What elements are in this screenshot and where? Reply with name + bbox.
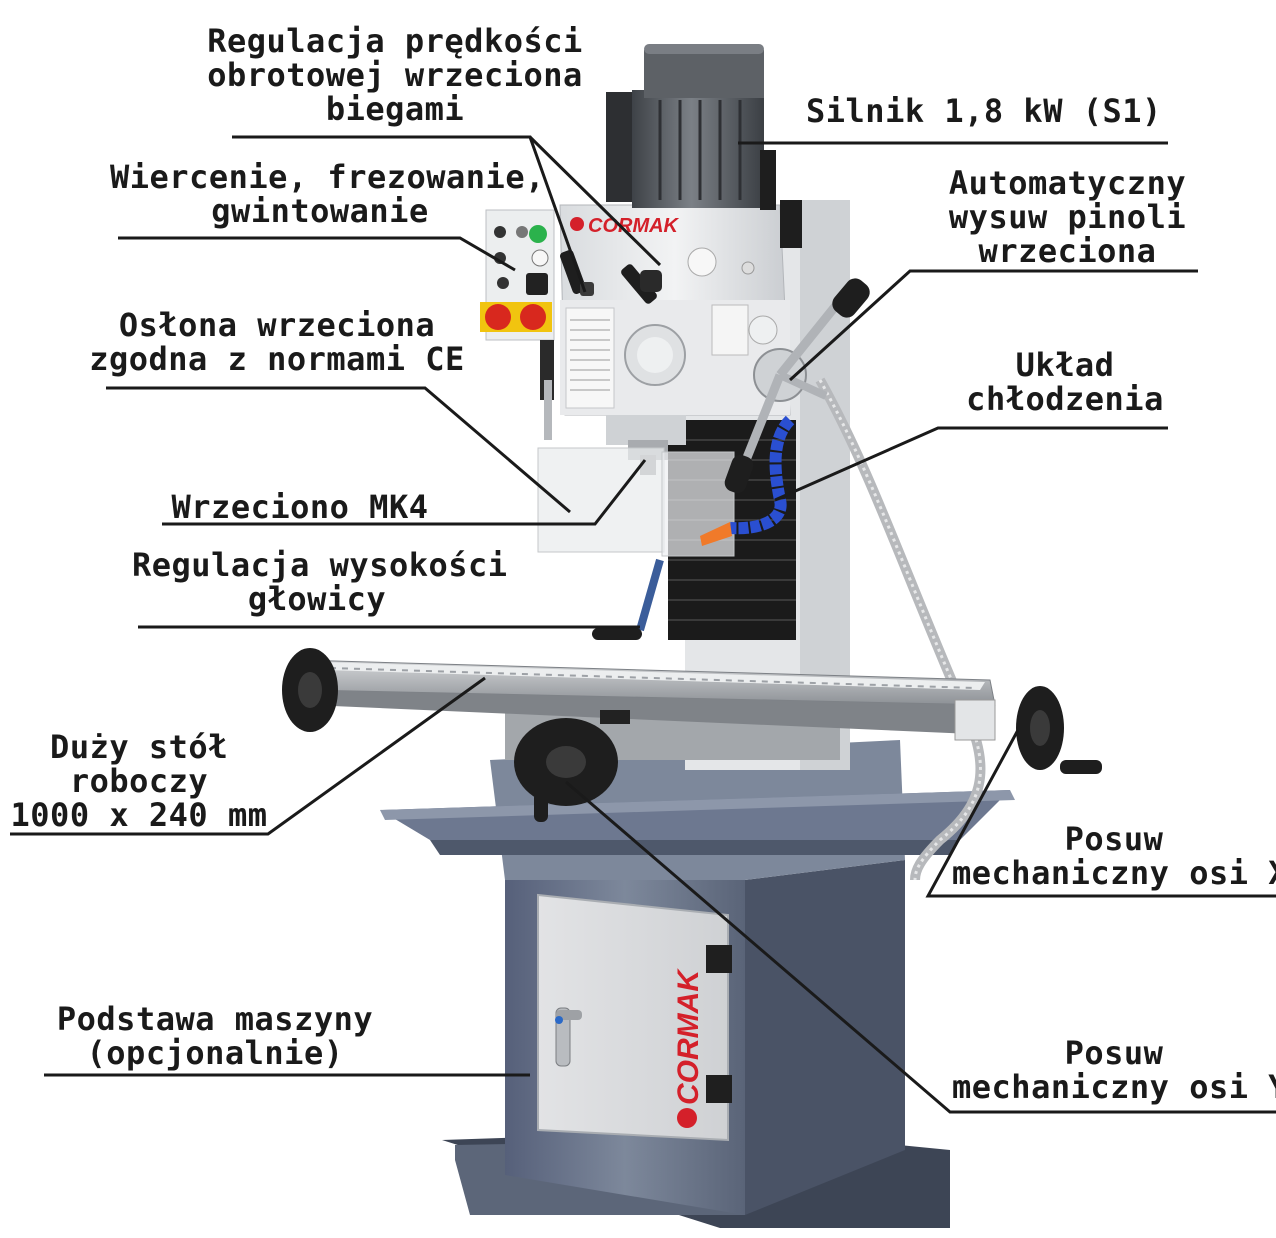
label-line: biegami	[325, 90, 465, 128]
label-line: zgodna z normami CE	[89, 340, 465, 378]
label-line: Silnik 1,8 kW (S1)	[806, 92, 1162, 130]
spindle-guard	[537, 447, 735, 557]
leader-drilling	[118, 236, 516, 272]
label-drilling: Wiercenie, frezowanie, gwintowanie	[110, 158, 545, 230]
label-line: 1000 x 240 mm	[10, 796, 268, 834]
machine-head: CORMAK	[559, 204, 791, 475]
label-line: obrotowej wrzeciona	[207, 56, 583, 94]
label-motor: Silnik 1,8 kW (S1)	[806, 92, 1162, 130]
leader-autofeed	[788, 269, 1198, 382]
label-line: gwintowanie	[211, 192, 429, 230]
quill-feed-handle	[724, 278, 870, 494]
label-line: Automatyczny	[948, 164, 1187, 202]
label-line: Podstawa maszyny	[56, 1000, 374, 1038]
label-line: Posuw	[1064, 820, 1164, 858]
label-line: chłodzenia	[966, 380, 1164, 418]
label-x-feed: Posuw mechaniczny osi X	[952, 822, 1276, 890]
label-cooling: Układ chłodzenia	[960, 348, 1170, 416]
label-line: Regulacja prędkości	[207, 22, 583, 60]
machine-motor	[606, 44, 802, 248]
label-line: (opcjonalnie)	[86, 1034, 344, 1072]
label-line: Wrzeciono MK4	[171, 488, 429, 526]
label-line: Układ	[1015, 346, 1115, 384]
label-spindle: Wrzeciono MK4	[160, 490, 440, 524]
label-line: głowicy	[247, 580, 387, 618]
leader-table	[10, 676, 486, 836]
label-y-feed: Posuw mechaniczny osi Y	[952, 1036, 1276, 1104]
cabinet-brand-text: CORMAK	[672, 968, 705, 1105]
leader-guard	[106, 386, 571, 514]
label-line: Duży stół	[50, 728, 228, 766]
label-speed-regulation: Regulacja prędkości obrotowej wrzeciona …	[205, 24, 585, 126]
machine-base: CORMAK	[380, 740, 1015, 1228]
work-table	[282, 648, 1102, 822]
label-line: roboczy	[69, 762, 209, 800]
leader-cooling	[774, 426, 1168, 502]
label-line: wysuw pinoli	[948, 198, 1187, 236]
head-brand-text: CORMAK	[588, 215, 680, 237]
leader-lines	[10, 135, 1276, 1114]
label-base: Podstawa maszyny (opcjonalnie)	[40, 1002, 390, 1070]
label-line: Regulacja wysokości	[132, 546, 508, 584]
label-line: mechaniczny osi X	[952, 854, 1276, 892]
label-line: Osłona wrzeciona	[118, 306, 436, 344]
leader-spindle	[162, 459, 647, 526]
label-head-height: Regulacja wysokości głowicy	[132, 546, 508, 618]
label-guard: Osłona wrzeciona zgodna z normami CE	[82, 308, 472, 376]
leader-speed-b	[528, 135, 662, 267]
label-line: wrzeciona	[978, 232, 1157, 270]
label-line: Posuw	[1064, 1034, 1164, 1072]
control-panel	[480, 209, 555, 440]
leader-yfeed	[565, 780, 1276, 1114]
label-line: mechaniczny osi Y	[952, 1068, 1276, 1106]
label-line: Wiercenie, frezowanie,	[110, 158, 545, 196]
label-work-table: Duży stół roboczy 1000 x 240 mm	[4, 730, 274, 832]
label-autofeed: Automatyczny wysuw pinoli wrzeciona	[935, 166, 1200, 268]
leader-xfeed	[925, 729, 1276, 898]
